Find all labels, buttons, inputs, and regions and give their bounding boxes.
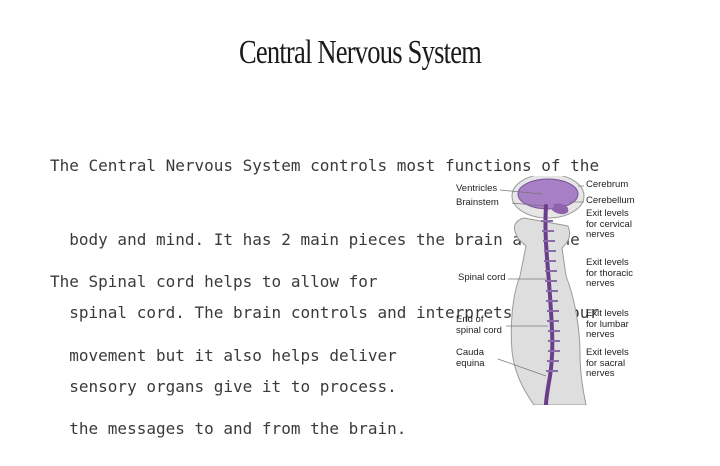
- label-cauda-equina: Cauda equina: [456, 347, 485, 369]
- label-ventricles: Ventricles: [456, 183, 498, 194]
- slide-title: Central Nervous System: [238, 34, 482, 71]
- paragraph-line: the messages to and from the brain.: [50, 419, 407, 438]
- label-end-of-spinal-cord: End of spinal cord: [456, 314, 502, 336]
- paragraph-spinal-cord: The Spinal cord helps to allow for movem…: [50, 221, 406, 466]
- anatomy-illustration: [497, 176, 587, 405]
- vertebrae: [541, 220, 560, 372]
- paragraph-cns-description: The Central Nervous System controls most…: [50, 105, 599, 424]
- label-cervical-exit: Exit levels for cervical nerves: [586, 208, 632, 240]
- leader-lines: [497, 185, 584, 377]
- paragraph-line: The Central Nervous System controls most…: [50, 156, 600, 175]
- spinal-anatomy-figure: Ventricles Brainstem Spinal cord End of …: [446, 176, 676, 405]
- paragraph-line: movement but it also helps deliver: [50, 345, 397, 365]
- label-sacral-exit: Exit levels for sacral nerves: [586, 347, 629, 379]
- label-cerebrum: Cerebrum: [586, 179, 629, 190]
- spinal-cord-line: [543, 204, 555, 405]
- label-spinal-cord: Spinal cord: [458, 272, 506, 283]
- paragraph-line: sensory organs give it to process.: [50, 376, 397, 396]
- paragraph-line: The Spinal cord helps to allow for: [50, 272, 378, 291]
- label-thoracic-exit: Exit levels for thoracic nerves: [586, 257, 633, 289]
- label-lumbar-exit: Exit levels for lumbar nerves: [586, 308, 629, 340]
- cerebellum-shape: [552, 203, 569, 215]
- label-cerebellum: Cerebellum: [586, 195, 635, 206]
- brain-shape: [517, 178, 579, 210]
- label-brainstem: Brainstem: [456, 197, 499, 208]
